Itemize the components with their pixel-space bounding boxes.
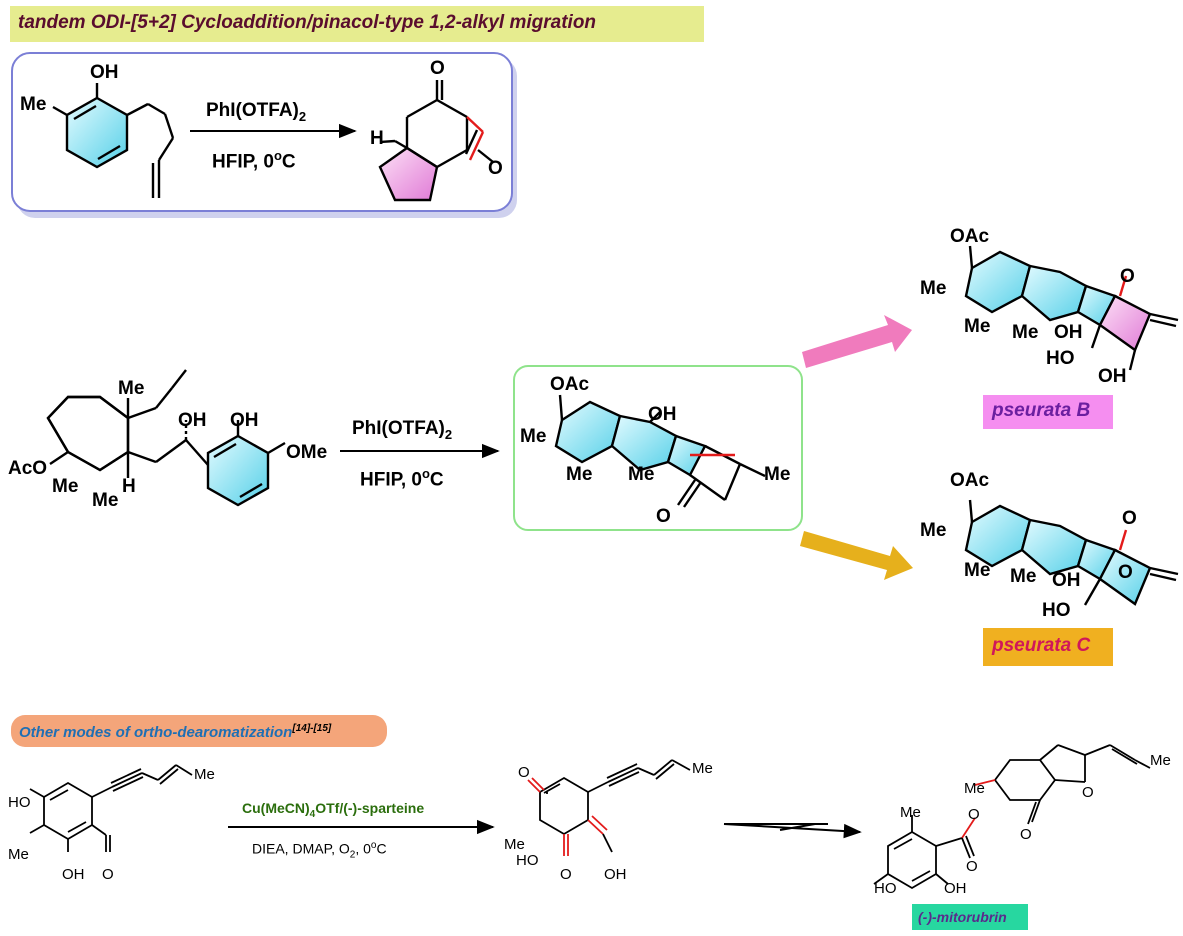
final-o-carbonyl: O — [966, 858, 978, 875]
scheme2-int-oac: OAc — [550, 374, 590, 395]
pseurata-c-structure — [964, 499, 1179, 606]
pseurata-b-oac: OAc — [950, 226, 990, 247]
scheme3-starting-material — [29, 764, 193, 852]
pseurata-b-oh1: OH — [1054, 322, 1083, 343]
scheme3-sm-me-alk: Me — [194, 766, 215, 783]
header-banner-text: tandem ODI-[5+2] Cycloaddition/pinacol-t… — [18, 12, 597, 33]
scheme1-sm-me: Me — [20, 94, 47, 115]
scheme1-product-o1: O — [430, 58, 445, 79]
scheme2-int-me4: Me — [764, 464, 791, 485]
scheme2-sm-me-top: Me — [118, 378, 145, 399]
pseurata-c-o1: O — [1122, 508, 1137, 529]
scheme1-starting-material — [52, 83, 175, 198]
pseurata-b-me2: Me — [964, 316, 991, 337]
scheme3-sm-ho: HO — [8, 794, 31, 811]
scheme3-conditions: DIEA, DMAP, O2, 0oC — [252, 840, 387, 861]
pseurata-c-name: pseurata C — [992, 635, 1091, 656]
pseurata-b-o: O — [1120, 266, 1135, 287]
scheme1-reagent: PhI(OTFA)2 — [206, 100, 307, 124]
scheme1-sm-oh: OH — [90, 62, 119, 83]
pseurata-b-ho: HO — [1046, 348, 1075, 369]
scheme3-sm-oh: OH — [62, 866, 85, 883]
other-modes-text: Other modes of ortho-dearomatization[14]… — [19, 723, 332, 741]
pseurata-c-ho: HO — [1042, 600, 1071, 621]
final-me-alk: Me — [1150, 752, 1171, 769]
scheme3-sm-o: O — [102, 866, 114, 883]
header-banner: tandem ODI-[5+2] Cycloaddition/pinacol-t… — [10, 6, 704, 42]
scheme2-sm-aco: AcO — [8, 458, 48, 479]
final-o-ketone: O — [1020, 826, 1032, 843]
pseurata-c-oh: OH — [1052, 570, 1081, 591]
scheme2-sm-oh-ar: OH — [230, 410, 259, 431]
scheme2-sm-h: H — [122, 476, 136, 497]
scheme2-sm-me2: Me — [92, 490, 119, 511]
scheme2-sm-oh-side: OH — [178, 410, 207, 431]
scheme2-int-me2: Me — [566, 464, 593, 485]
final-name-box: (-)-mitorubrin — [912, 904, 1028, 930]
final-ho: HO — [874, 880, 897, 897]
pink-arrow — [802, 315, 912, 368]
scheme1-conditions: HFIP, 0oC — [212, 148, 296, 173]
pseurata-b-me1: Me — [920, 278, 947, 299]
scheme3-int-oh: OH — [604, 866, 627, 883]
scheme3-int-ho: HO — [516, 852, 539, 869]
scheme3-int-me-alk: Me — [692, 760, 713, 777]
scheme2-conditions: HFIP, 0oC — [360, 466, 444, 491]
scheme2-int-oh: OH — [648, 404, 677, 425]
scheme3-int-me: Me — [504, 836, 525, 853]
final-name: (-)-mitorubrin — [918, 909, 1007, 925]
scheme3-intermediate — [527, 759, 691, 856]
scheme2-starting-material — [46, 369, 286, 507]
scheme1-product — [378, 80, 494, 202]
pseurata-c-me2: Me — [964, 560, 991, 581]
pseurata-b-name: pseurata B — [992, 400, 1091, 421]
pseurata-b-structure — [964, 245, 1179, 371]
pseurata-b-oh2: OH — [1098, 366, 1127, 387]
pseurata-b-name-box: pseurata B — [983, 395, 1113, 429]
pseurata-c-o2: O — [1118, 562, 1133, 583]
scheme2-reagent: PhI(OTFA)2 — [352, 418, 453, 442]
pseurata-c-name-box: pseurata C — [983, 628, 1113, 666]
scheme3-int-o-bot: O — [560, 866, 572, 883]
final-me-quat: Me — [964, 780, 985, 797]
scheme3-final-product — [873, 744, 1151, 890]
pseurata-b-me3: Me — [1012, 322, 1039, 343]
scheme2-intermediate — [554, 394, 766, 508]
scheme1-product-o2: O — [488, 158, 503, 179]
final-o-ester: O — [968, 806, 980, 823]
scheme3-int-o-top: O — [518, 764, 530, 781]
other-modes-banner: Other modes of ortho-dearomatization[14]… — [11, 715, 387, 747]
scheme2-int-me1: Me — [520, 426, 547, 447]
scheme2-sm-ome: OMe — [286, 442, 328, 463]
pseurata-c-oac: OAc — [950, 470, 990, 491]
pseurata-c-me1: Me — [920, 520, 947, 541]
final-oh: OH — [944, 880, 967, 897]
scheme2-int-o: O — [656, 506, 671, 527]
pseurata-c-me3: Me — [1010, 566, 1037, 587]
scheme2-int-me3: Me — [628, 464, 655, 485]
gold-arrow — [800, 531, 913, 580]
final-o-ring: O — [1082, 784, 1094, 801]
scheme3-sm-me-ring: Me — [8, 846, 29, 863]
scheme2-sm-me1: Me — [52, 476, 79, 497]
scheme1-product-h: H — [370, 128, 384, 149]
scheme3-arrow-2 — [723, 823, 862, 839]
scheme3-reagent: Cu(MeCN)4OTf/(-)-sparteine — [242, 800, 425, 820]
final-me-ar: Me — [900, 804, 921, 821]
